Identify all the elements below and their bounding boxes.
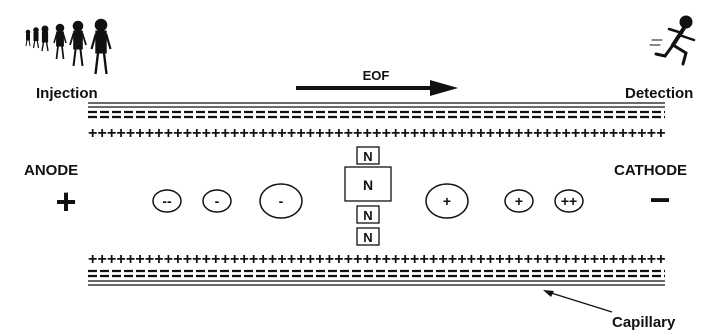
neutral-label: N bbox=[363, 230, 372, 245]
cation-label: + bbox=[443, 193, 451, 209]
cation-label: ++ bbox=[561, 193, 577, 209]
top-positive-surface-charges: ++++++++++++++++++++++++++++++++++++++++… bbox=[88, 125, 665, 142]
anion-single-charge-large: - bbox=[259, 183, 303, 219]
walking-people-icon bbox=[25, 18, 112, 75]
capillary-bottom-wall bbox=[88, 269, 665, 286]
capillary-label: Capillary bbox=[612, 314, 676, 331]
anion-double-charge: -- bbox=[152, 189, 182, 213]
anion-label: - bbox=[279, 193, 284, 209]
injection-label: Injection bbox=[36, 85, 98, 102]
bottom-positive-surface-charges: ++++++++++++++++++++++++++++++++++++++++… bbox=[88, 251, 665, 268]
capillary-pointer-arrow bbox=[543, 290, 613, 313]
cation-double-charge: ++ bbox=[554, 189, 584, 213]
running-person-icon bbox=[649, 15, 696, 66]
eof-arrow bbox=[296, 80, 458, 96]
capillary-top-wall bbox=[88, 102, 665, 119]
anion-label: - bbox=[215, 193, 220, 209]
neutral-label: N bbox=[363, 208, 372, 223]
eof-label: EOF bbox=[363, 68, 390, 83]
detection-label: Detection bbox=[625, 85, 693, 102]
neutral-label: N bbox=[363, 149, 372, 164]
cation-single-charge-small: + bbox=[504, 189, 534, 213]
cathode-minus-sign: − bbox=[649, 179, 670, 220]
neutral-label: N bbox=[363, 177, 373, 193]
anion-label: -- bbox=[162, 193, 172, 209]
neutral-stack: N N N N bbox=[344, 146, 392, 246]
anode-label: ANODE bbox=[24, 162, 78, 179]
anode-plus-sign: + bbox=[55, 181, 76, 222]
anion-single-charge-small: - bbox=[202, 189, 232, 213]
cathode-label: CATHODE bbox=[614, 162, 687, 179]
cation-label: + bbox=[515, 193, 523, 209]
cation-single-charge-large: + bbox=[425, 183, 469, 219]
